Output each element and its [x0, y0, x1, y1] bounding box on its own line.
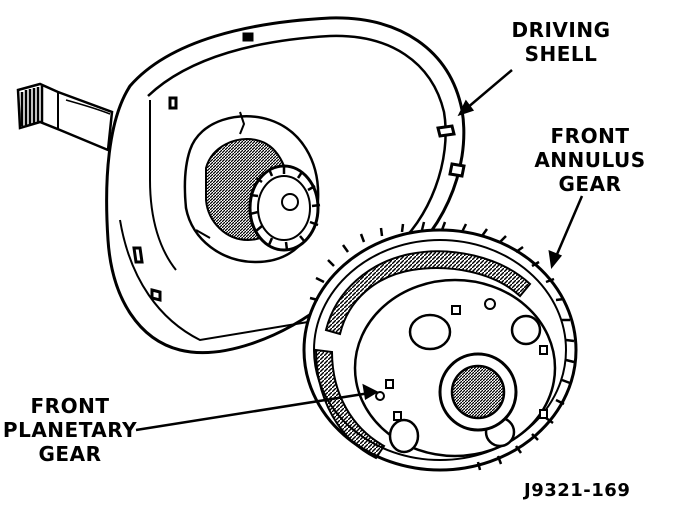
- leader-lines: [135, 69, 584, 432]
- figure-code: J9321-169: [524, 480, 631, 501]
- label-line: GEAR: [38, 442, 102, 466]
- label-line: SHELL: [524, 42, 598, 66]
- front-annulus-gear: [302, 221, 578, 472]
- label-line: DRIVING: [511, 18, 611, 42]
- label-line: FRONT: [550, 124, 630, 148]
- label-line: PLANETARY: [2, 418, 138, 442]
- label-line: ANNULUS: [534, 148, 646, 172]
- shell-hub: [183, 111, 321, 264]
- leader-planetary-gear: [135, 390, 377, 432]
- label-front-planetary-gear: FRONT PLANETARY GEAR: [0, 394, 140, 466]
- label-front-annulus-gear: FRONT ANNULUS GEAR: [530, 124, 650, 196]
- label-line: GEAR: [558, 172, 622, 196]
- label-driving-shell: DRIVING SHELL: [496, 18, 626, 66]
- input-shaft: [16, 82, 114, 152]
- label-line: FRONT: [30, 394, 110, 418]
